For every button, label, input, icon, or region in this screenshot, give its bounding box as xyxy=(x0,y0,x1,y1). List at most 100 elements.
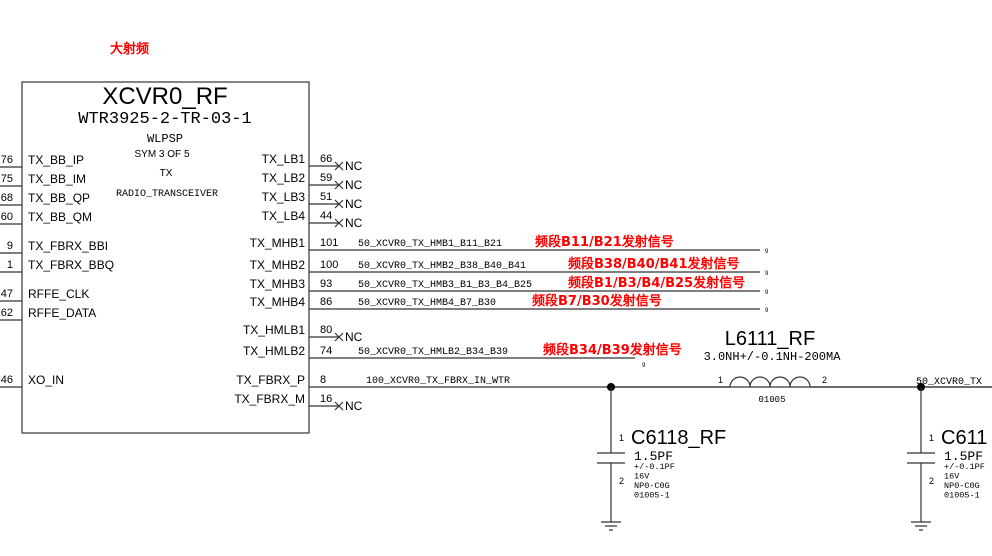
page-marker: 9 xyxy=(765,290,769,296)
net-label: 50_XCVR0_TX_HMB2_B38_B40_B41 xyxy=(358,261,526,272)
right-pin-name: TX_FBRX_M xyxy=(234,392,305,406)
page-marker: 9 xyxy=(765,308,769,314)
no-connect-icon xyxy=(334,401,344,411)
net-label: 100_XCVR0_TX_FBRX_IN_WTR xyxy=(366,376,510,387)
left-pin-name: TX_BB_IM xyxy=(28,172,86,186)
band-note: 频段B11/B21发射信号 xyxy=(535,234,674,250)
cap-volt: 16V xyxy=(634,472,650,482)
cap-tol: +/-0.1PF xyxy=(944,462,985,472)
right-pin-number: 51 xyxy=(320,191,332,203)
cap-package: 01005-1 xyxy=(634,491,670,501)
cap-pin2: 2 xyxy=(929,476,934,486)
cap-pin1: 1 xyxy=(619,433,624,443)
right-pin-name: TX_LB4 xyxy=(262,209,306,223)
left-pin-number: 62 xyxy=(1,307,13,319)
out-net-label: 50_XCVR0_TX xyxy=(916,377,982,388)
left-pins: 76 TX_BB_IP 75 TX_BB_IM 68 TX_BB_QP 60 TX_BB_QM… xyxy=(0,153,114,388)
band-note: 频段B7/B30发射信号 xyxy=(532,293,662,309)
cap-volt: 16V xyxy=(944,472,960,482)
cap-package: 01005-1 xyxy=(944,491,980,501)
right-pin-name: TX_HMLB2 xyxy=(243,344,305,358)
page-marker: 9 xyxy=(765,249,769,255)
inductor-pin1: 1 xyxy=(718,375,723,385)
nc-label: NC xyxy=(345,159,363,173)
cap-pin1: 1 xyxy=(929,433,934,443)
right-pin-number: 86 xyxy=(320,296,332,308)
capacitor-symbol xyxy=(597,387,625,531)
right-pin-number: 59 xyxy=(320,172,332,184)
chip-sym: SYM 3 OF 5 xyxy=(134,149,189,160)
right-pin-name: TX_LB3 xyxy=(262,190,306,204)
left-pin-number: 9 xyxy=(7,240,13,252)
left-pin-name: TX_BB_QP xyxy=(28,191,90,205)
inductor-package: 01005 xyxy=(758,395,785,405)
left-pin-name: TX_FBRX_BBQ xyxy=(28,258,114,272)
right-pin-number: 101 xyxy=(320,237,338,249)
cap-ref: C611 xyxy=(941,427,987,449)
chip-type: RADIO_TRANSCEIVER xyxy=(116,189,218,200)
nc-label: NC xyxy=(345,216,363,230)
cap-value: 1.5PF xyxy=(634,449,673,464)
right-pin-number: 16 xyxy=(320,393,332,405)
chip-part: WTR3925-2-TR-03-1 xyxy=(78,110,251,129)
chip-func: TX xyxy=(160,168,173,179)
no-connect-icon xyxy=(334,218,344,228)
right-pin-name: TX_MHB2 xyxy=(250,258,306,272)
cap-tol: +/-0.1PF xyxy=(634,462,675,472)
net-label: 50_XCVR0_TX_HMB1_B11_B21 xyxy=(358,239,502,250)
net-label: 50_XCVR0_TX_HMB4_B7_B30 xyxy=(358,298,496,309)
left-pin-number: 1 xyxy=(7,259,13,271)
right-pin-name: TX_MHB3 xyxy=(250,277,306,291)
nc-label: NC xyxy=(345,178,363,192)
capacitor-symbol xyxy=(907,387,935,531)
band-note: 频段B1/B3/B4/B25发射信号 xyxy=(568,275,745,291)
band-note: 频段B34/B39发射信号 xyxy=(543,342,682,358)
page-marker: 9 xyxy=(642,363,646,369)
left-pin-number: 76 xyxy=(1,154,13,166)
no-connect-icon xyxy=(334,180,344,190)
right-pin-name: TX_FBRX_P xyxy=(236,373,305,387)
left-pin-number: 75 xyxy=(1,173,13,185)
cap-diel: NP0-C0G xyxy=(634,481,670,491)
left-pin-number: 60 xyxy=(1,211,13,223)
right-pin-number: 100 xyxy=(320,259,338,271)
left-pin-name: RFFE_CLK xyxy=(28,287,89,301)
cap-value: 1.5PF xyxy=(944,449,983,464)
cap-diel: NP0-C0G xyxy=(944,481,980,491)
chip-package: WLPSP xyxy=(147,132,183,146)
right-pin-number: 8 xyxy=(320,374,326,386)
left-pin-name: TX_BB_IP xyxy=(28,153,84,167)
chip-ref: XCVR0_RF xyxy=(102,83,227,110)
right-pin-number: 44 xyxy=(320,210,332,222)
right-pin-number: 66 xyxy=(320,153,332,165)
right-pin-number: 74 xyxy=(320,345,332,357)
left-pin-number: 46 xyxy=(1,374,13,386)
right-pin-number: 80 xyxy=(320,324,332,336)
left-pin-name: TX_BB_QM xyxy=(28,210,92,224)
no-connect-icon xyxy=(334,161,344,171)
no-connect-icon xyxy=(334,332,344,342)
net-label: 50_XCVR0_TX_HMB3_B1_B3_B4_B25 xyxy=(358,280,532,291)
inductor-symbol xyxy=(611,376,992,388)
inductor-value: 3.0NH+/-0.1NH-200MA xyxy=(704,350,842,364)
left-pin-number: 68 xyxy=(1,192,13,204)
inductor-ref: L6111_RF xyxy=(725,328,815,350)
nc-label: NC xyxy=(345,197,363,211)
left-pin-name: XO_IN xyxy=(28,373,64,387)
capacitors: 12C6118_RF1.5PF+/-0.1PF16VNP0-C0G01005-1… xyxy=(597,383,987,531)
right-pin-name: TX_MHB4 xyxy=(250,295,306,309)
chip-body xyxy=(21,81,310,434)
nc-label: NC xyxy=(345,399,363,413)
right-pin-number: 93 xyxy=(320,278,332,290)
band-note: 频段B38/B40/B41发射信号 xyxy=(568,256,740,272)
right-pin-name: TX_HMLB1 xyxy=(243,323,305,337)
net-label: 50_XCVR0_TX_HMLB2_B34_B39 xyxy=(358,347,508,358)
left-pin-name: RFFE_DATA xyxy=(28,306,96,320)
nc-label: NC xyxy=(345,330,363,344)
right-pin-name: TX_MHB1 xyxy=(250,236,306,250)
inductor-pin2: 2 xyxy=(822,375,827,385)
title-note: 大射频 xyxy=(110,41,149,57)
page-marker: 9 xyxy=(765,271,769,277)
